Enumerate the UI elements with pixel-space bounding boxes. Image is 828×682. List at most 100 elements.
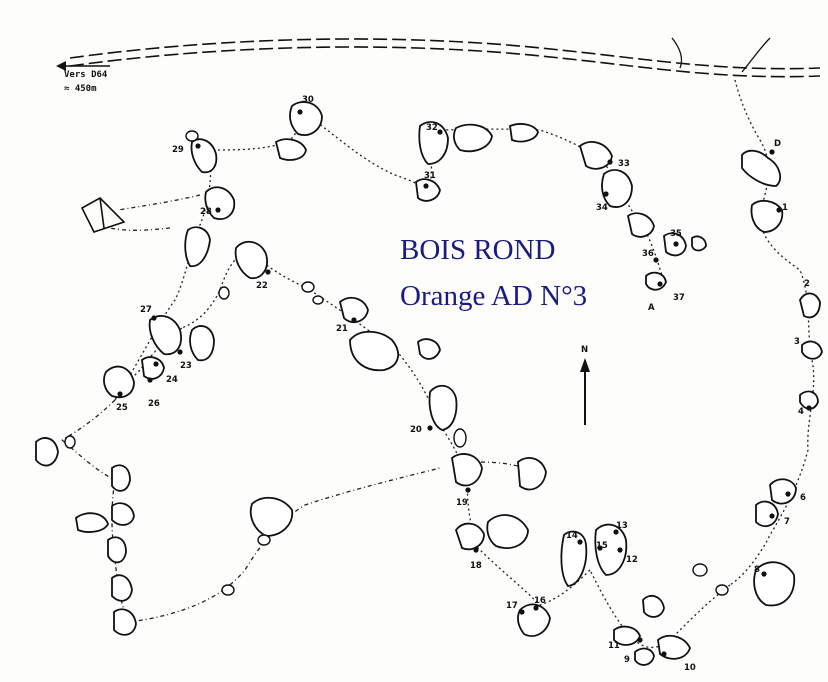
problem-marker (661, 651, 667, 657)
boulder (148, 315, 182, 356)
problem-label: 6 (800, 493, 806, 503)
problem-marker (603, 191, 609, 197)
boulder (560, 530, 588, 587)
problem-marker (577, 539, 583, 545)
problem-label: 16 (534, 596, 546, 606)
boulder (113, 608, 137, 636)
problem-marker (153, 361, 159, 367)
boulder (257, 534, 271, 546)
boulder (769, 478, 797, 505)
boulder (509, 123, 539, 143)
problem-marker (265, 269, 271, 275)
road-arrow (56, 61, 110, 71)
problem-label: 27 (140, 305, 152, 315)
boulder (594, 523, 628, 576)
problem-marker (617, 547, 623, 553)
boulder (645, 271, 667, 291)
problem-label: 13 (616, 521, 628, 531)
boulder (184, 226, 211, 268)
boulder (634, 647, 655, 666)
boulder (234, 240, 268, 280)
boulder (578, 141, 613, 170)
boulders (35, 101, 823, 666)
problem-label: 30 (302, 95, 314, 105)
problem-marker (427, 425, 433, 431)
boulder (601, 169, 633, 208)
boulder (642, 594, 665, 618)
problem-label-arrivee: A (648, 303, 655, 313)
map-title: BOIS ROND (400, 234, 556, 266)
problem-label: 28 (200, 207, 212, 217)
problem-marker (806, 405, 812, 411)
boulder (111, 502, 135, 526)
problem-label: 4 (798, 407, 804, 417)
boulder (517, 603, 551, 637)
problem-marker (785, 491, 791, 497)
problem-label: 36 (642, 249, 654, 259)
problem-label: 14 (566, 531, 578, 541)
boulder (486, 514, 529, 549)
boulder (218, 286, 230, 300)
boulder (189, 325, 215, 362)
problem-label: 32 (426, 123, 438, 133)
boulder (691, 235, 707, 252)
boulder (453, 428, 467, 448)
problem-label: 18 (470, 561, 482, 571)
problem-marker (761, 571, 767, 577)
problem-label: 7 (784, 517, 790, 527)
problem-label: 10 (684, 663, 696, 673)
problem-label: 37 (673, 293, 685, 303)
boulder (111, 464, 131, 492)
problem-label: 12 (626, 555, 638, 565)
forest-road (69, 37, 821, 78)
boulder (454, 522, 485, 551)
problem-label: 29 (172, 145, 184, 155)
problem-marker (465, 487, 471, 493)
boulder (799, 292, 821, 319)
problem-marker (673, 241, 679, 247)
boulder (103, 365, 135, 399)
circuit-path (61, 79, 815, 649)
problem-marker (607, 159, 613, 165)
problem-label: 9 (624, 655, 630, 665)
boulder (415, 178, 441, 202)
problem-label: 19 (456, 498, 468, 508)
boulder (715, 584, 729, 596)
boulder (338, 296, 369, 324)
problem-marker (147, 377, 153, 383)
boulder (80, 197, 126, 233)
problem-label: 24 (166, 375, 178, 385)
problem-marker (769, 149, 775, 155)
problem-marker (657, 281, 663, 287)
problem-marker (597, 545, 603, 551)
problem-marker (177, 349, 183, 355)
problem-label: 8 (754, 565, 760, 575)
boulder (801, 340, 823, 360)
problem-marker (776, 207, 782, 213)
boulder (349, 330, 399, 372)
problem-label: 33 (618, 159, 630, 169)
problem-label: 15 (596, 541, 608, 551)
boulder (190, 138, 218, 174)
problem-label: 3 (794, 337, 800, 347)
boulder (692, 563, 708, 577)
boulder (204, 186, 236, 220)
boulder (75, 512, 109, 533)
problem-label: 34 (596, 203, 608, 213)
boulder (111, 574, 133, 602)
boulder (755, 500, 779, 528)
problem-marker (297, 109, 303, 115)
problem-label: 21 (336, 324, 348, 334)
problem-label: 31 (424, 171, 436, 181)
boulder (35, 437, 59, 467)
boulder (428, 384, 458, 431)
problem-marker (613, 529, 619, 535)
problem-label: 25 (116, 403, 128, 413)
boulder (312, 295, 324, 305)
problem-marker (473, 547, 479, 553)
problem-marker (423, 183, 429, 189)
problem-label: 22 (256, 281, 268, 291)
problem-marker (151, 315, 157, 321)
